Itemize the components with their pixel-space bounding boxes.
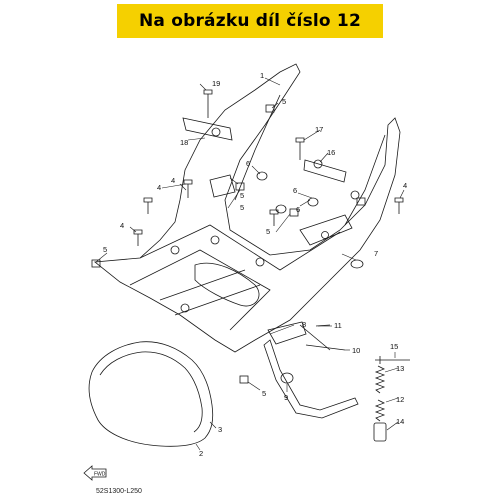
callout-6c: 6	[296, 205, 300, 214]
footrest-part-16	[303, 159, 347, 183]
main-stand-part-12	[263, 321, 359, 419]
spring-part-13b	[374, 399, 386, 422]
callout-6a: 6	[246, 159, 250, 168]
callout-1: 1	[260, 71, 264, 80]
callout-4b: 4	[171, 176, 175, 185]
banner-text: Na obrázku díl číslo 12	[139, 11, 361, 31]
clips-part-5	[91, 104, 366, 384]
leader-lines	[95, 77, 405, 451]
footrest-part-18	[182, 117, 233, 141]
callout-16: 16	[327, 148, 335, 157]
callout-5c: 5	[266, 227, 270, 236]
callout-9: 9	[284, 393, 288, 402]
callout-11: 11	[334, 321, 342, 330]
plug-part-7	[350, 259, 364, 269]
callout-18: 18	[180, 138, 188, 147]
callout-5b: 5	[240, 203, 244, 212]
callout-3: 3	[218, 425, 222, 434]
callout-13: 13	[396, 364, 404, 373]
floor-panel-part-1	[93, 63, 401, 353]
collar-part-9	[280, 372, 294, 384]
spring-part-13	[374, 365, 386, 394]
part-number-banner: Na obrázku díl číslo 12	[117, 4, 383, 38]
callout-4a: 4	[157, 183, 161, 192]
grommets-part-6	[256, 171, 319, 214]
callout-6b: 6	[293, 186, 297, 195]
callout-19: 19	[212, 79, 220, 88]
spacer-part-14	[373, 422, 387, 442]
callout-5a: 5	[282, 97, 286, 106]
callout-2: 2	[199, 449, 203, 458]
callout-8: 8	[302, 320, 306, 329]
callout-15: 15	[390, 342, 398, 351]
callout-12: 12	[396, 395, 404, 404]
callout-5d: 5	[103, 245, 107, 254]
callout-5f: 5	[240, 191, 244, 200]
forward-arrow-icon: FWD	[83, 465, 107, 481]
callout-4c: 4	[120, 221, 124, 230]
diagram-code: 52S1300-L250	[96, 488, 142, 495]
shaft-part-10	[305, 344, 346, 351]
callout-labels: 1 2 3 4 4 4 4 5 5 5 5 5 5 6 6 6 7 8 9 10…	[103, 71, 407, 458]
fwd-label: FWD	[94, 472, 106, 478]
bolt-part-15	[375, 356, 410, 364]
callout-7: 7	[374, 249, 378, 258]
callout-10: 10	[352, 346, 360, 355]
callout-17: 17	[315, 125, 323, 134]
callout-14: 14	[396, 417, 404, 426]
floor-mat-part-2	[88, 341, 214, 447]
callout-5e: 5	[262, 389, 266, 398]
callout-4d: 4	[403, 181, 407, 190]
